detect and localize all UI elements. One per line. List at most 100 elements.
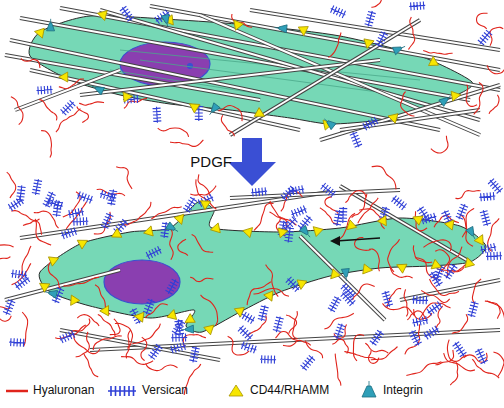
versican [77,191,92,203]
nucleolus [187,63,193,69]
integrin [161,14,171,27]
integrin [47,19,55,31]
hyaluronan [18,246,31,278]
versican [291,206,306,218]
hyaluronan [477,13,488,29]
cd44-rhamm [364,36,376,48]
versican [100,190,115,201]
cd44-rhamm [209,223,220,235]
hyaluronan [221,115,234,136]
versican [328,297,341,312]
integrin [322,116,336,130]
hyaluronan [201,295,218,325]
cd44-rhamm [387,111,398,123]
versican [61,100,76,115]
integrin [274,24,287,33]
versican [331,5,346,18]
cd44-rhamm [134,311,144,322]
cd44-rhamm [77,236,90,249]
collagen-fiber [340,110,480,130]
legend-text: CD44/RHAMM [250,383,329,397]
cd44-rhamm [310,223,323,236]
cd44-rhamm [34,27,45,39]
hyaluronan [372,166,396,189]
hyaluronan [335,354,341,386]
hyaluronan [413,245,432,262]
hyaluronan [358,198,378,223]
collagen-fibers [5,6,500,360]
hyaluronan [0,254,10,259]
cd44-rhamm [230,17,243,30]
hyaluronan [71,318,90,332]
hyaluronan [332,339,348,353]
cd44-rhamm [428,259,441,272]
versican [258,305,269,321]
hyaluronan [430,279,459,295]
collagen-fiber [80,60,380,95]
versican [365,11,376,26]
versican [350,132,362,147]
treatment-arrow [228,138,276,186]
integrin [439,93,453,107]
hyaluronan [324,313,353,329]
collagen-fiber [300,236,385,320]
collagen-fiber [340,186,470,262]
hyaluronan [493,352,504,377]
cd44-rhamm [167,308,179,319]
versican [165,279,178,294]
arrows [228,138,380,246]
integrin [44,288,57,298]
versican [273,317,284,333]
versican [170,342,185,353]
cd44-rhamm [463,256,475,267]
versican [409,330,422,345]
hyaluronan [93,336,122,350]
integrin [392,43,406,55]
hyaluronan [98,315,115,336]
cd44-rhamm [123,91,133,102]
hyaluronan [198,174,209,195]
hyaluronan [79,102,104,105]
cd44-rhamm [296,280,307,290]
hyaluronan [23,221,42,235]
versican [189,347,199,363]
versican [286,277,301,292]
hyaluronan [472,279,481,304]
hyaluronan [490,27,503,45]
hyaluronan [352,284,374,300]
versican [172,320,185,335]
versican [409,2,425,11]
hyaluronan [328,33,341,58]
cd44-rhamm-sample [229,385,243,396]
hyaluronan [178,239,188,255]
versican [429,271,443,286]
hyaluronan [305,341,322,359]
legend-text: Versican [142,383,188,397]
hyaluronan [406,362,441,376]
hyaluronan [170,229,173,260]
hyaluronan [369,249,379,271]
cd44-rhamm [474,233,487,245]
cd44-rhamm [264,291,277,303]
versican [153,107,162,123]
cd44-rhamm [343,220,356,233]
versican [363,117,378,130]
versican [101,213,113,228]
versican [48,198,63,210]
hyaluronan [192,234,214,252]
versican [475,349,488,364]
versican [32,179,42,195]
hyaluronan [77,106,89,122]
hyaluronan [408,17,414,50]
cd44-rhamm [451,90,461,101]
hyaluronan [22,312,27,346]
hyaluronan [34,211,59,228]
integrin [341,269,350,282]
hyaluronan [219,106,243,122]
versican [3,300,15,315]
integrin-sample [362,381,376,397]
integrin [299,225,313,239]
versican [146,246,161,259]
hyaluronan-sample [6,390,28,393]
migrating-cell [39,202,486,333]
